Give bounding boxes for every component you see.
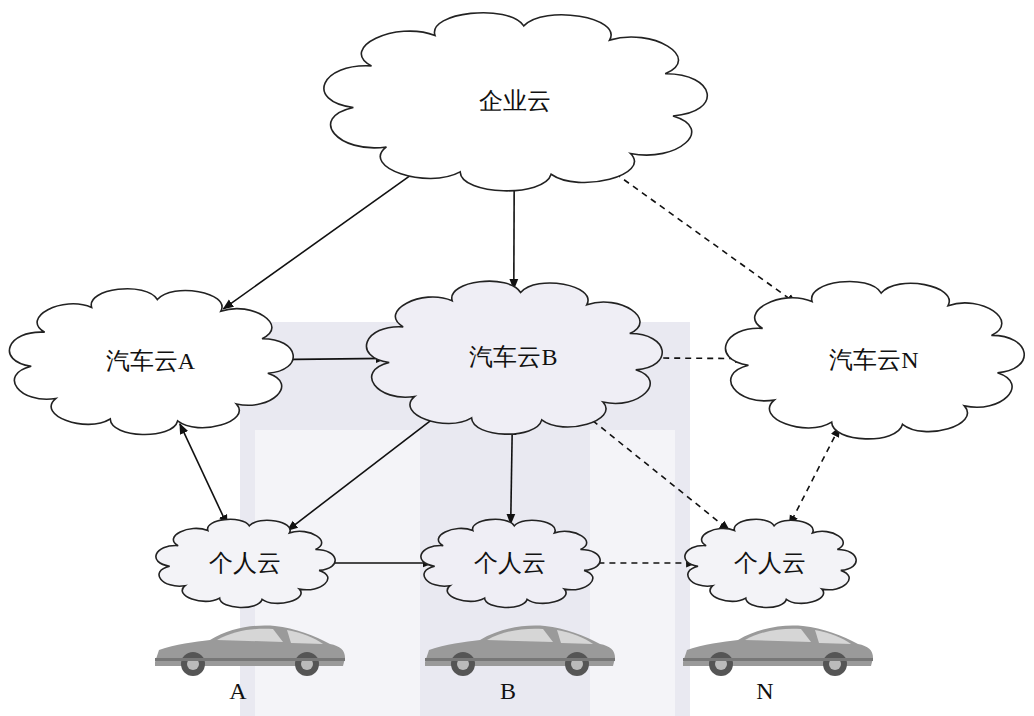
connector-arrow	[587, 562, 696, 564]
cloud-path	[366, 281, 662, 434]
cloud-path	[324, 13, 707, 191]
cloud-node: 汽车云B	[365, 272, 662, 442]
cloud-label: 汽车云N	[829, 344, 918, 376]
cloud-label: 个人云	[209, 547, 281, 579]
car-a	[155, 626, 345, 676]
car-label: B	[500, 678, 516, 705]
cloud-path	[726, 281, 1025, 438]
cloud-label: 个人云	[474, 547, 546, 579]
car-label: A	[229, 678, 246, 705]
car-b	[425, 626, 615, 676]
cloud-path	[685, 519, 856, 607]
connector-arrow	[180, 424, 227, 525]
connector-arrow	[223, 167, 422, 309]
cloud-path	[156, 519, 335, 607]
connector-arrow	[513, 180, 515, 289]
connector-arrow	[789, 427, 839, 525]
cloud-label: 汽车云B	[469, 341, 557, 373]
connector-arrow	[511, 425, 513, 524]
connector-arrow	[584, 414, 729, 531]
connector-arrow	[288, 413, 441, 530]
connector-arrow	[606, 167, 796, 304]
cloud-node: 个人云	[684, 514, 856, 612]
car-label: N	[756, 678, 773, 705]
connector-arrow	[322, 562, 432, 564]
cloud-node: 个人云	[155, 514, 335, 612]
watermark-panel	[590, 430, 675, 716]
cloud-label: 个人云	[734, 547, 806, 579]
cloud-node: 企业云	[322, 2, 707, 200]
cloud-path	[9, 289, 293, 435]
cloud-label: 企业云	[479, 85, 551, 117]
cloud-label: 汽车云A	[106, 345, 195, 377]
cloud-path	[421, 519, 600, 607]
cloud-node: 汽车云N	[724, 272, 1024, 447]
car-n	[683, 626, 873, 676]
cloud-node: 汽车云A	[8, 280, 293, 442]
cloud-node: 个人云	[420, 514, 600, 612]
